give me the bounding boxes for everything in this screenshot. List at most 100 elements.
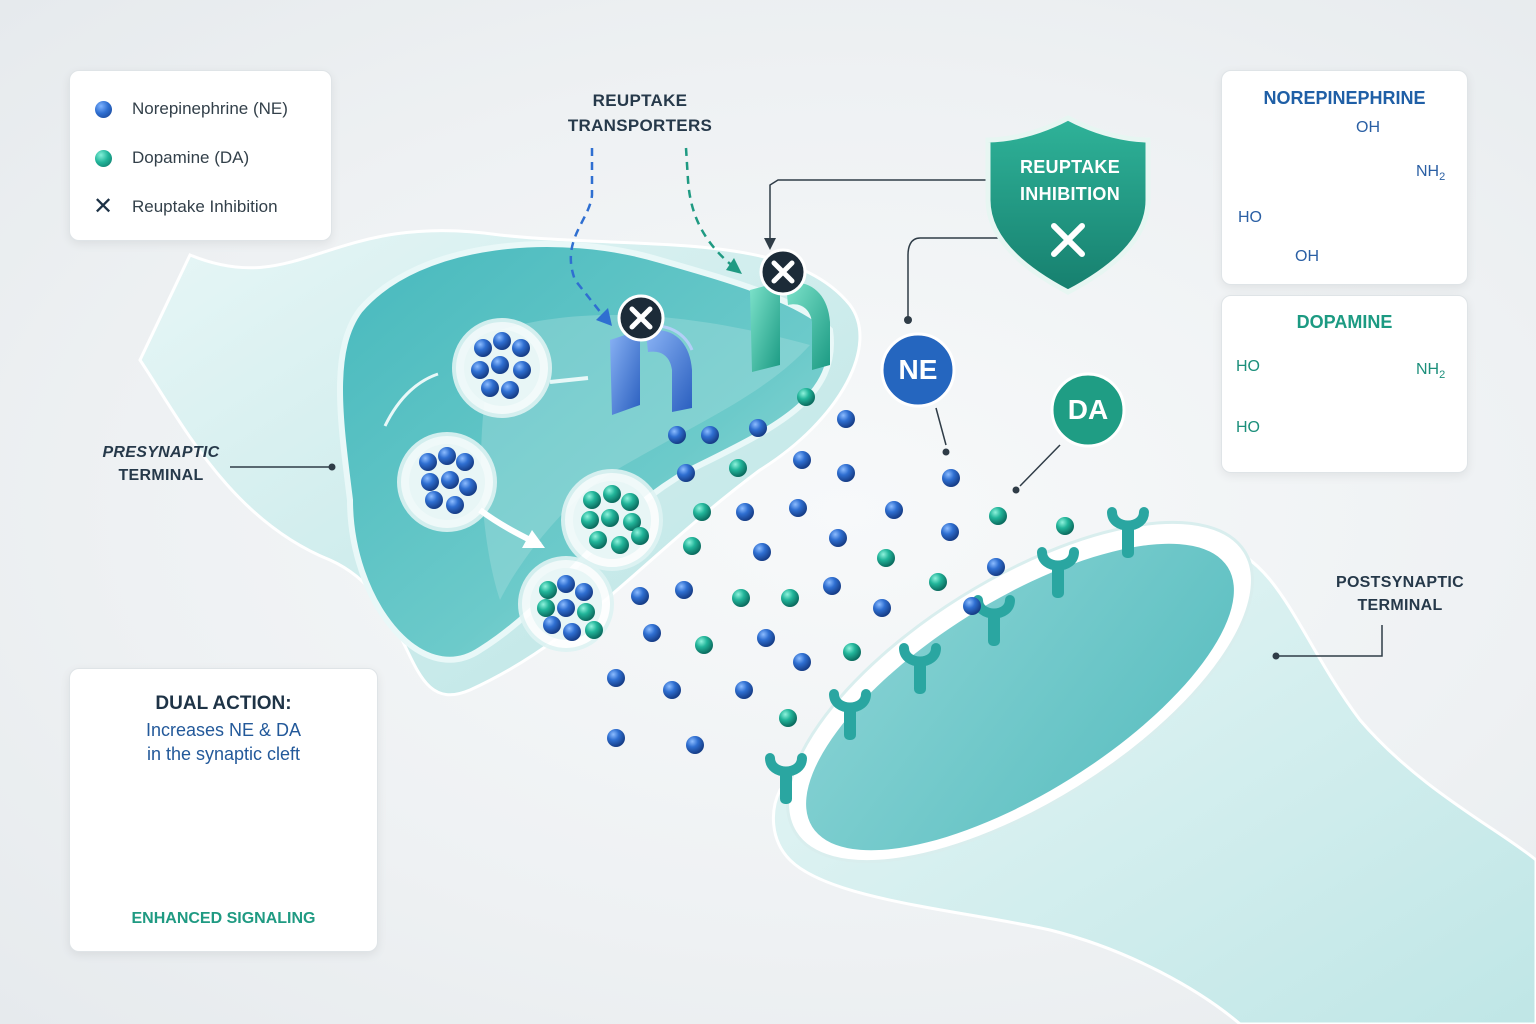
- da-molecule: [583, 491, 601, 509]
- vesicle-arrow-3-head: [522, 530, 545, 548]
- ne-molecule: [987, 558, 1005, 576]
- da-pointer-arrow: [684, 147, 736, 269]
- neurotransmitter-molecules: [419, 332, 1074, 754]
- x-mark-icon: [759, 248, 807, 296]
- enhanced-signaling-label: ENHANCED SIGNALING: [131, 910, 316, 927]
- da-molecule: [577, 603, 595, 621]
- ne-pointer-arrowhead: [596, 308, 612, 326]
- da-molecule: [585, 621, 603, 639]
- ne-molecule: [471, 361, 489, 379]
- shield-icon: [985, 115, 1151, 295]
- shield-connector-1-head: [764, 238, 776, 250]
- da-molecule: [1056, 517, 1074, 535]
- legend-item-da: Dopamine (DA): [92, 145, 249, 171]
- ne-molecule: [419, 453, 437, 471]
- ne-molecule: [501, 381, 519, 399]
- da-molecule: [779, 709, 797, 727]
- ne-oh-top: OH: [1356, 119, 1380, 136]
- da-badge-pointer-dot: [1012, 486, 1020, 494]
- legend-item-ne: Norepinephrine (NE): [92, 96, 288, 122]
- legend-label-inhibition: Reuptake Inhibition: [132, 197, 278, 216]
- dual-action-line1: Increases NE & DA: [145, 720, 302, 740]
- ne-badge: [880, 332, 956, 408]
- postsynaptic-terminal: [771, 520, 1536, 1024]
- ne-molecule: [607, 729, 625, 747]
- da-badge: [1050, 372, 1126, 448]
- postsynaptic-label-line: [1278, 625, 1383, 657]
- ne-molecule: [493, 332, 511, 350]
- dopamine-panel: DOPAMINE HO NH2 HO: [1221, 295, 1468, 473]
- da-molecule: [631, 527, 649, 545]
- da-molecule: [611, 536, 629, 554]
- legend-panel: Norepinephrine (NE) Dopamine (DA) ✕ Reup…: [69, 70, 332, 241]
- da-molecule: [581, 511, 599, 529]
- ne-molecule: [829, 529, 847, 547]
- ne-molecule: [459, 478, 477, 496]
- ne-molecule: [456, 453, 474, 471]
- ne-molecule: [425, 491, 443, 509]
- da-nh2: NH2: [1416, 361, 1446, 382]
- vesicle-arrow-2: [549, 376, 589, 384]
- da-pointer-arrowhead: [726, 258, 742, 274]
- ne-molecule: [438, 447, 456, 465]
- da-badge-label: DA: [1067, 394, 1109, 425]
- ne-dot-icon: [94, 100, 112, 118]
- ne-molecule: [941, 523, 959, 541]
- da-ho-bottom: HO: [1236, 419, 1260, 436]
- da-molecule: [693, 503, 711, 521]
- ne-ho: HO: [1238, 209, 1262, 226]
- da-molecule: [621, 493, 639, 511]
- norepinephrine-title: NOREPINEPHRINE: [1263, 88, 1426, 108]
- da-molecule: [729, 459, 747, 477]
- da-molecule: [589, 531, 607, 549]
- receptor-icon: [765, 753, 807, 804]
- da-molecule: [623, 513, 641, 531]
- shield-connector-2-dot: [904, 316, 912, 324]
- ne-badge-pointer: [935, 407, 947, 446]
- ne-molecule: [481, 379, 499, 397]
- da-molecule: [797, 388, 815, 406]
- ne-molecule: [441, 471, 459, 489]
- da-molecule: [539, 581, 557, 599]
- legend-label-da: Dopamine (DA): [132, 148, 250, 167]
- ne-molecule: [474, 339, 492, 357]
- receptor-icon: [1037, 547, 1079, 598]
- da-molecule: [843, 643, 861, 661]
- ne-molecule: [663, 681, 681, 699]
- ne-oh-bottom: OH: [1295, 248, 1319, 265]
- ne-molecule: [563, 623, 581, 641]
- ne-molecule: [885, 501, 903, 519]
- da-molecule: [695, 636, 713, 654]
- ne-molecule: [643, 624, 661, 642]
- da-transporter: [750, 282, 830, 372]
- dopamine-title: DOPAMINE: [1296, 312, 1393, 332]
- ne-molecule: [607, 669, 625, 687]
- ne-pointer-arrow: [569, 148, 606, 319]
- presynaptic-label-dot: [328, 463, 336, 471]
- presynaptic-label-line2: TERMINAL: [118, 467, 204, 484]
- da-molecule: [781, 589, 799, 607]
- postsynaptic-label-line1: POSTSYNAPTIC: [1335, 574, 1465, 591]
- ne-badge-pointer-dot: [942, 448, 950, 456]
- ne-molecule: [512, 339, 530, 357]
- ne-badge-label: NE: [898, 354, 938, 385]
- postsynaptic-label-dot: [1272, 652, 1280, 660]
- ne-nh2: NH2: [1416, 163, 1446, 184]
- ne-molecule: [631, 587, 649, 605]
- receptor-icon: [829, 689, 871, 740]
- ne-molecule: [837, 464, 855, 482]
- ne-molecule: [513, 361, 531, 379]
- ne-molecule: [421, 473, 439, 491]
- ne-molecule: [793, 451, 811, 469]
- ne-molecule: [491, 356, 509, 374]
- da-molecule: [683, 537, 701, 555]
- da-dot-icon: [94, 149, 112, 167]
- shield-label-line1: REUPTAKE: [1019, 157, 1121, 177]
- ne-molecule: [963, 597, 981, 615]
- ne-molecule: [675, 581, 693, 599]
- ne-molecule: [677, 464, 695, 482]
- da-molecule: [877, 549, 895, 567]
- ne-molecule: [793, 653, 811, 671]
- shield-connector-1: [769, 179, 990, 240]
